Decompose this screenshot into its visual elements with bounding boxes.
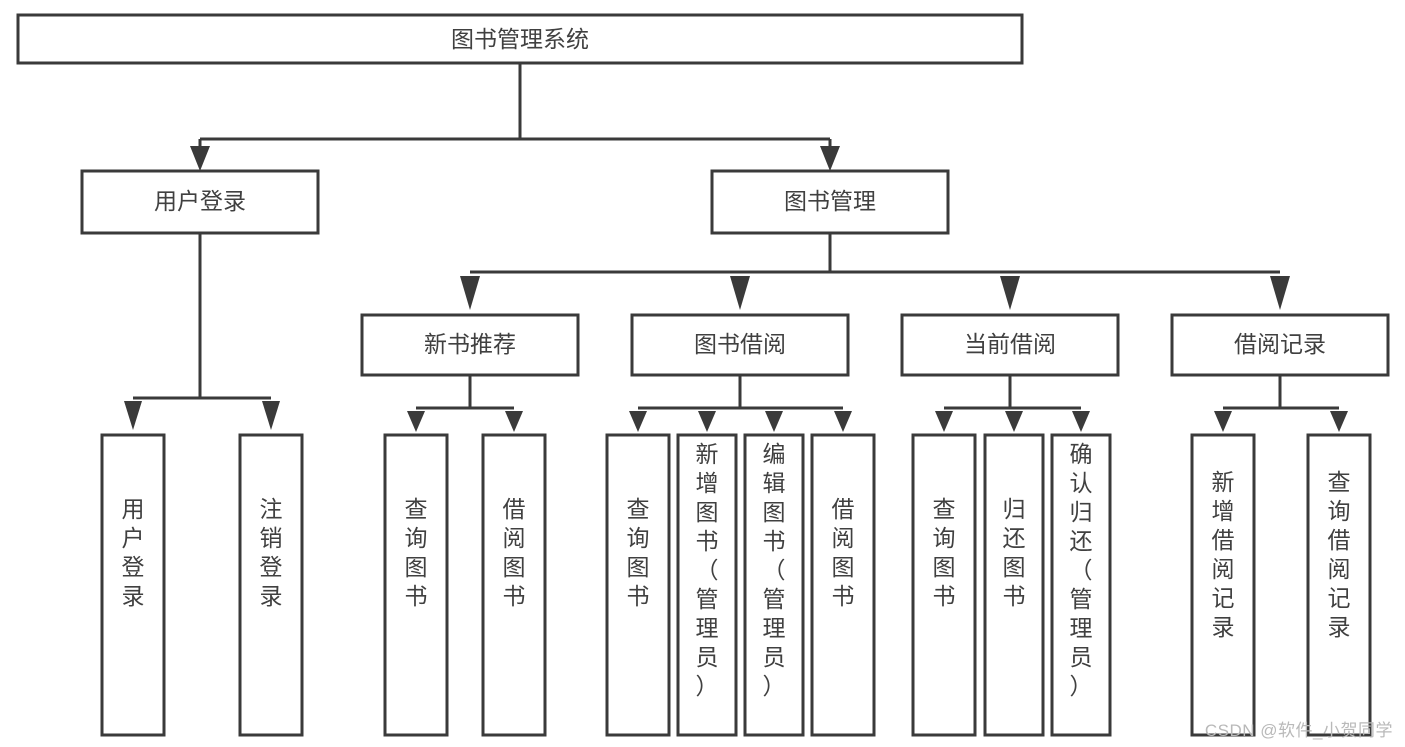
node-book-manage-label: 图书管理 [784, 188, 876, 214]
arrow-head-leaf-query-record [1330, 411, 1348, 432]
connector-group-new-book-recommend [407, 375, 523, 432]
node-root[interactable]: 图书管理系统 [16, 13, 1024, 65]
arrow-head-leaf-borrow-book-1 [505, 411, 523, 432]
connector-group-book-manage [460, 233, 1290, 310]
node-leaf-return-book[interactable]: 归还图书 [983, 433, 1045, 737]
node-leaf-confirm-return-box[interactable] [1050, 433, 1112, 737]
node-leaf-logout-label: 注销登录 [260, 496, 283, 609]
node-leaf-query-book-1-label: 查询图书 [405, 496, 428, 609]
node-leaf-borrow-book-2[interactable]: 借阅图书 [810, 433, 876, 737]
arrow-head-leaf-logout [262, 401, 280, 430]
arrow-head-leaf-confirm-return [1072, 411, 1090, 432]
node-leaf-edit-book[interactable]: 编辑图书（管理员） [743, 433, 805, 737]
node-leaf-edit-book-label: 编辑图书（管理员） [763, 441, 786, 699]
node-leaf-user-login[interactable]: 用户登录 [100, 433, 166, 737]
node-user-login-label: 用户登录 [154, 188, 246, 214]
node-book-borrow-box[interactable] [630, 313, 850, 377]
node-leaf-user-login-label: 用户登录 [122, 496, 145, 609]
connector-group-book-borrow [629, 375, 852, 432]
node-leaf-add-record[interactable]: 新增借阅记录 [1190, 433, 1256, 737]
node-leaf-add-book[interactable]: 新增图书（管理员） [676, 433, 738, 737]
node-leaf-query-record-box[interactable] [1306, 433, 1372, 737]
node-new-book-recommend-label: 新书推荐 [424, 331, 516, 357]
arrow-head-new-book-recommend [460, 276, 480, 310]
node-borrow-record-label: 借阅记录 [1234, 331, 1326, 357]
arrow-head-borrow-record [1270, 276, 1290, 310]
node-leaf-query-book-2-label: 查询图书 [627, 496, 650, 609]
node-book-manage-box[interactable] [710, 169, 950, 235]
node-book-borrow-label: 图书借阅 [694, 331, 786, 357]
arrow-head-leaf-borrow-book-2 [834, 411, 852, 432]
node-leaf-user-login-box[interactable] [100, 433, 166, 737]
node-leaf-query-book-3-box[interactable] [911, 433, 977, 737]
node-leaf-borrow-book-1-box[interactable] [481, 433, 547, 737]
node-leaf-query-book-2-box[interactable] [605, 433, 671, 737]
arrow-head-leaf-query-book-1 [407, 411, 425, 432]
node-leaf-query-book-3-label: 查询图书 [933, 496, 956, 609]
arrow-head-leaf-user-login [124, 401, 142, 430]
node-current-borrow-label: 当前借阅 [964, 331, 1056, 357]
node-new-book-recommend-box[interactable] [360, 313, 580, 377]
node-user-login-box[interactable] [80, 169, 320, 235]
connector-group-current-borrow [935, 375, 1090, 432]
node-leaf-query-book-1-box[interactable] [383, 433, 449, 737]
node-leaf-query-book-1[interactable]: 查询图书 [383, 433, 449, 737]
node-leaf-add-book-label: 新增图书（管理员） [696, 441, 719, 699]
arrow-head-leaf-return-book [1005, 411, 1023, 432]
node-borrow-record-box[interactable] [1170, 313, 1390, 377]
arrow-head-book-borrow [730, 276, 750, 310]
node-borrow-record[interactable]: 借阅记录 [1170, 313, 1390, 377]
arrow-head-leaf-query-book-2 [629, 411, 647, 432]
node-root-box[interactable] [16, 13, 1024, 65]
node-leaf-logout-box[interactable] [238, 433, 304, 737]
arrow-head-leaf-edit-book [765, 411, 783, 432]
node-current-borrow-box[interactable] [900, 313, 1120, 377]
node-leaf-return-book-label: 归还图书 [1003, 496, 1026, 609]
node-leaf-query-book-3[interactable]: 查询图书 [911, 433, 977, 737]
csdn-watermark: CSDN @软件_小贺同学 [1204, 721, 1393, 740]
arrow-head-book-manage [820, 146, 840, 171]
node-leaf-borrow-book-1[interactable]: 借阅图书 [481, 433, 547, 737]
node-leaf-borrow-book-2-label: 借阅图书 [832, 496, 855, 609]
connector-group-user-login [124, 233, 280, 430]
node-leaf-query-record-label: 查询借阅记录 [1328, 469, 1351, 640]
connector-group-root [190, 63, 840, 171]
node-leaf-query-record[interactable]: 查询借阅记录 [1306, 433, 1372, 737]
node-leaf-logout[interactable]: 注销登录 [238, 433, 304, 737]
arrow-head-user-login [190, 146, 210, 171]
node-leaf-add-record-label: 新增借阅记录 [1212, 469, 1235, 640]
node-leaf-add-book-box[interactable] [676, 433, 738, 737]
node-leaf-borrow-book-2-box[interactable] [810, 433, 876, 737]
arrow-head-leaf-add-book [698, 411, 716, 432]
node-leaf-confirm-return-label: 确认归还（管理员） [1070, 441, 1093, 699]
node-user-login[interactable]: 用户登录 [80, 169, 320, 235]
node-leaf-confirm-return[interactable]: 确认归还（管理员） [1050, 433, 1112, 737]
node-leaf-query-book-2[interactable]: 查询图书 [605, 433, 671, 737]
node-book-manage[interactable]: 图书管理 [710, 169, 950, 235]
node-current-borrow[interactable]: 当前借阅 [900, 313, 1120, 377]
node-leaf-return-book-box[interactable] [983, 433, 1045, 737]
arrow-head-leaf-add-record [1214, 411, 1232, 432]
node-leaf-borrow-book-1-label: 借阅图书 [503, 496, 526, 609]
arrow-head-current-borrow [1000, 276, 1020, 310]
node-root-label: 图书管理系统 [451, 26, 589, 52]
connector-group-borrow-record [1214, 375, 1348, 432]
arrow-head-leaf-query-book-3 [935, 411, 953, 432]
node-leaf-edit-book-box[interactable] [743, 433, 805, 737]
node-new-book-recommend[interactable]: 新书推荐 [360, 313, 580, 377]
node-book-borrow[interactable]: 图书借阅 [630, 313, 850, 377]
node-leaf-add-record-box[interactable] [1190, 433, 1256, 737]
